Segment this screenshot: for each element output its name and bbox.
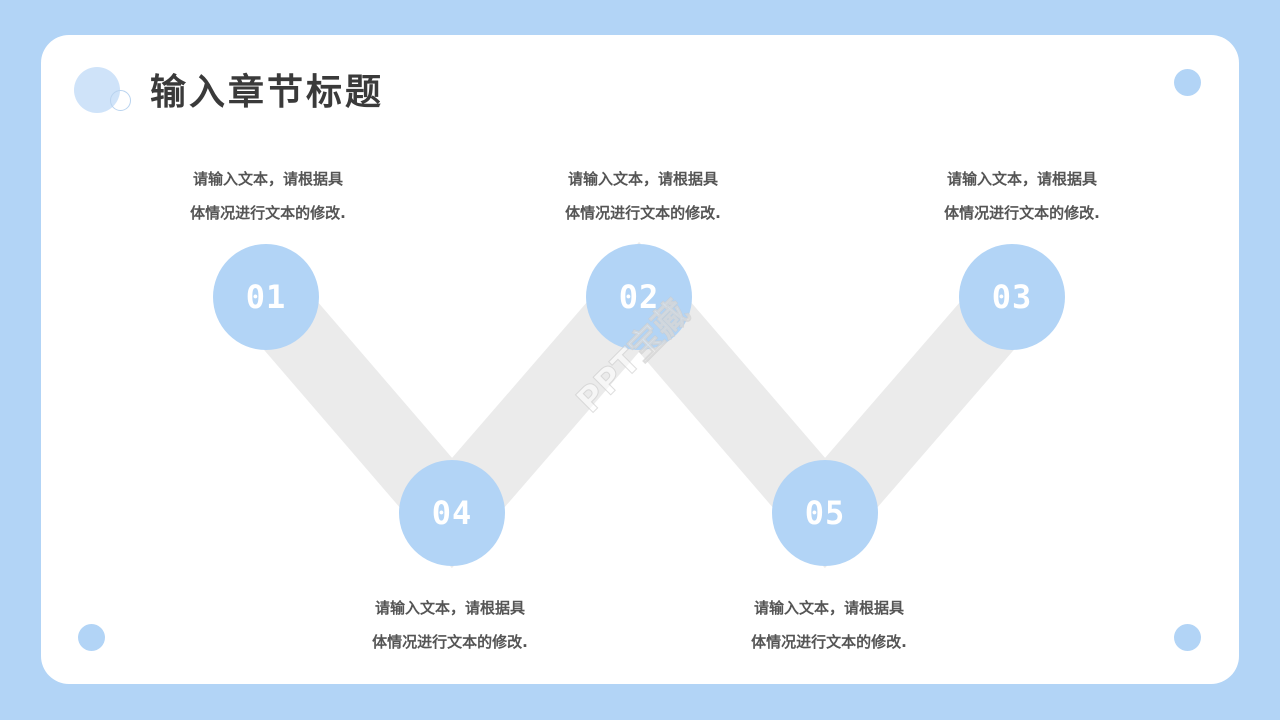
description-line: 请输入文本，请根据具 — [946, 170, 1097, 188]
corner-dot-icon — [78, 624, 105, 651]
step-node-01: 01 — [213, 244, 319, 350]
step-description-01: 请输入文本，请根据具 体情况进行文本的修改. — [153, 162, 383, 230]
description-line: 请输入文本，请根据具 — [567, 170, 718, 188]
step-description-02: 请输入文本，请根据具 体情况进行文本的修改. — [528, 162, 758, 230]
corner-dot-icon — [1174, 624, 1201, 651]
header-ring-icon — [110, 90, 131, 111]
description-line: 体情况进行文本的修改. — [190, 204, 346, 222]
step-node-04: 04 — [399, 460, 505, 566]
step-description-05: 请输入文本，请根据具 体情况进行文本的修改. — [714, 591, 944, 659]
description-line: 请输入文本，请根据具 — [192, 170, 343, 188]
step-node-05: 05 — [772, 460, 878, 566]
description-line: 体情况进行文本的修改. — [372, 633, 528, 651]
description-line: 体情况进行文本的修改. — [944, 204, 1100, 222]
description-line: 请输入文本，请根据具 — [374, 599, 525, 617]
slide-card — [41, 35, 1239, 684]
step-description-04: 请输入文本，请根据具 体情况进行文本的修改. — [335, 591, 565, 659]
step-node-02: 02 — [586, 244, 692, 350]
step-description-03: 请输入文本，请根据具 体情况进行文本的修改. — [907, 162, 1137, 230]
description-line: 请输入文本，请根据具 — [753, 599, 904, 617]
description-line: 体情况进行文本的修改. — [751, 633, 907, 651]
step-node-03: 03 — [959, 244, 1065, 350]
corner-dot-icon — [1174, 69, 1201, 96]
description-line: 体情况进行文本的修改. — [565, 204, 721, 222]
page-title: 输入章节标题 — [150, 72, 385, 113]
